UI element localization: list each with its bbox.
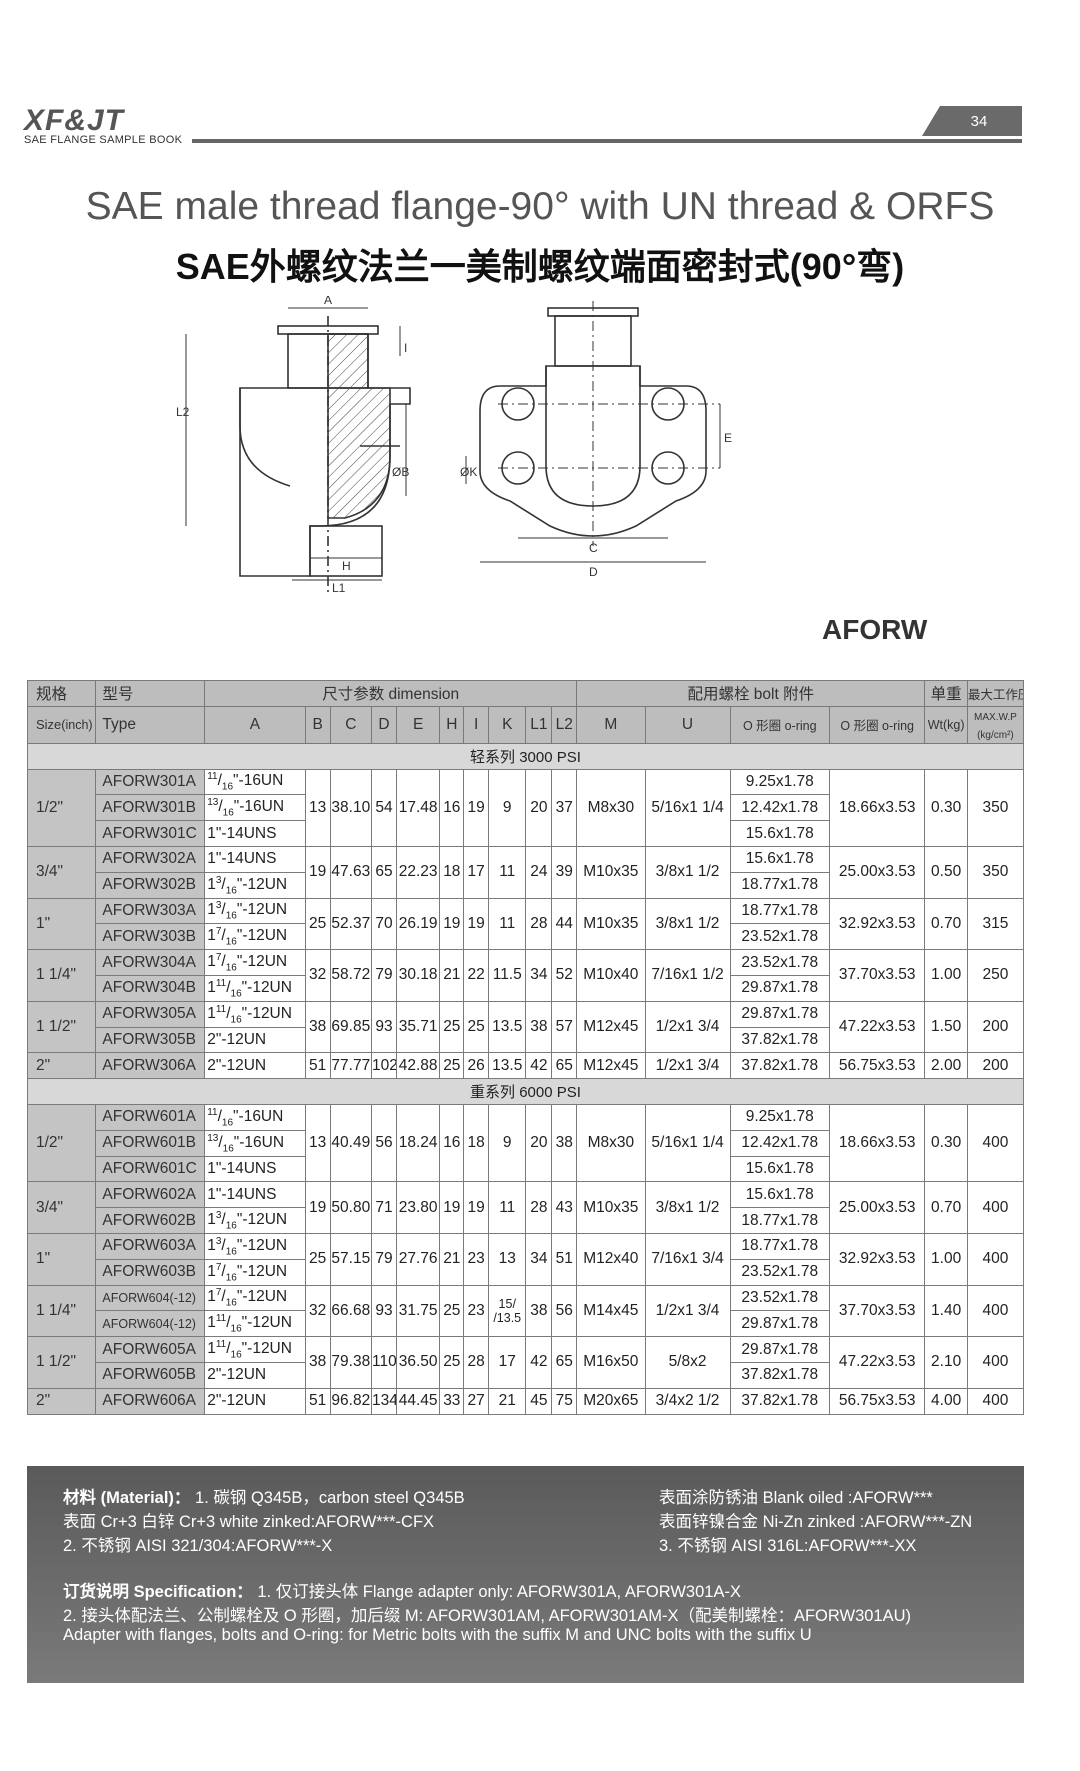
technical-drawing: A L2 I ØB H L1 ØK E C D bbox=[176, 296, 732, 596]
svg-text:A: A bbox=[324, 296, 332, 307]
logo: XF&JT bbox=[24, 104, 125, 137]
svg-text:L1: L1 bbox=[332, 581, 346, 595]
series-heavy: 重系列 6000 PSI bbox=[27, 1078, 1024, 1105]
page-number: 34 bbox=[922, 106, 1022, 136]
info-panel: 材料 (Material)： 1. 碳钢 Q345B，carbon steel … bbox=[27, 1466, 1024, 1683]
svg-text:I: I bbox=[404, 341, 407, 355]
svg-text:E: E bbox=[724, 431, 732, 445]
specification-table: 规格 型号 尺寸参数 dimension 配用螺栓 bolt 附件 单重 最大工… bbox=[26, 680, 1025, 1415]
title-chinese: SAE外螺纹法兰一美制螺纹端面密封式(90°弯) bbox=[175, 246, 905, 287]
brand: XF&JT SAE FLANGE SAMPLE BOOK bbox=[24, 104, 183, 147]
svg-text:ØB: ØB bbox=[392, 465, 409, 479]
header-rule bbox=[192, 139, 1022, 143]
svg-text:C: C bbox=[589, 541, 598, 555]
header-row-1: 规格 型号 尺寸参数 dimension 配用螺栓 bolt 附件 单重 最大工… bbox=[26, 680, 1025, 707]
model-code: AFORW bbox=[822, 614, 928, 645]
series-light: 轻系列 3000 PSI bbox=[27, 742, 1024, 770]
title-english: SAE male thread flange-90° with UN threa… bbox=[85, 185, 995, 228]
logo-subtitle: SAE FLANGE SAMPLE BOOK bbox=[24, 134, 183, 146]
svg-text:D: D bbox=[589, 565, 598, 579]
svg-text:H: H bbox=[342, 559, 351, 573]
svg-text:L2: L2 bbox=[176, 405, 190, 419]
svg-text:ØK: ØK bbox=[460, 465, 477, 479]
